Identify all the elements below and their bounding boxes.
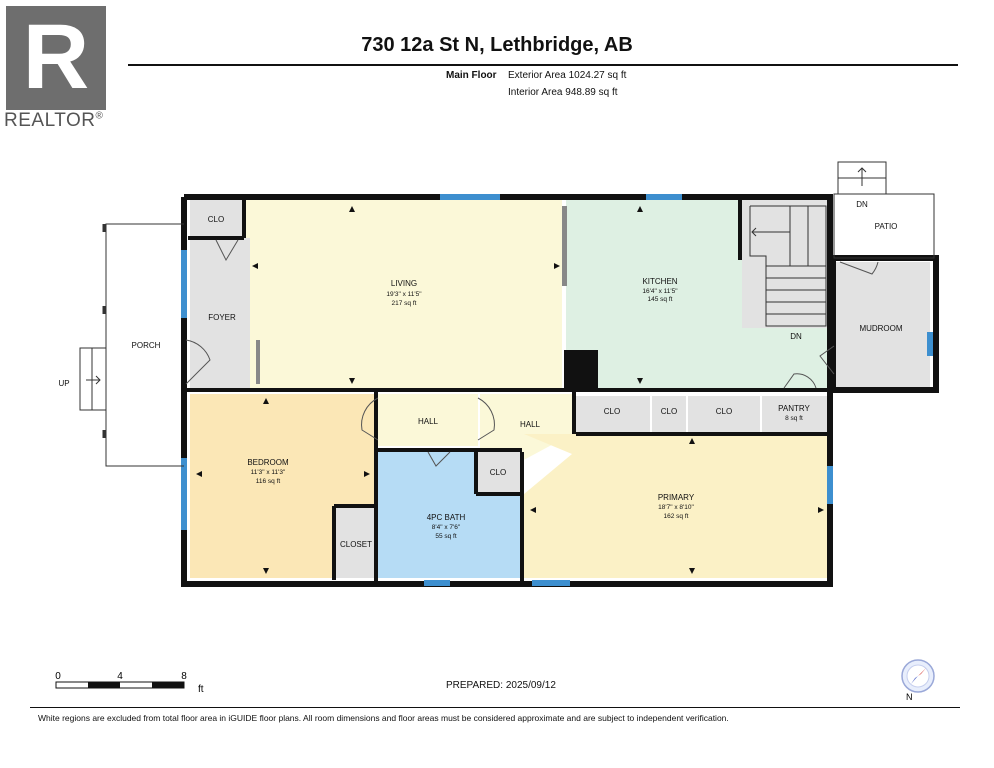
kitchen-label: KITCHEN (642, 277, 677, 286)
bath-label: 4PC BATH (427, 513, 466, 522)
clo-2 (652, 396, 686, 432)
pantry-area: 8 sq ft (785, 415, 803, 422)
kitchen-stairs-down-label: DN (790, 332, 802, 341)
bath-area: 55 sq ft (435, 533, 457, 540)
mudroom-room (834, 262, 930, 390)
prepared-date: PREPARED: 2025/09/12 (446, 680, 556, 691)
clo-3-label: CLO (716, 407, 732, 416)
living-label: LIVING (391, 279, 417, 288)
patio-stairs-down-label: DN (856, 200, 868, 209)
pantry-label: PANTRY (778, 404, 810, 413)
page-title: 730 12a St N, Lethbridge, AB (361, 34, 633, 56)
clo-foyer (190, 200, 244, 238)
porch-outline (79, 223, 184, 467)
divider-wall (562, 206, 567, 286)
bedroom-label: BEDROOM (247, 458, 289, 467)
clo-2-label: CLO (661, 407, 677, 416)
bedroom-dims: 11'3" x 11'3" (251, 469, 286, 476)
closet-area (336, 508, 376, 578)
windows (181, 194, 933, 586)
footer-divider (30, 707, 960, 708)
foyer-label: FOYER (208, 313, 236, 322)
floor-name: Main Floor (446, 70, 497, 81)
title-divider (128, 64, 958, 66)
living-room (246, 200, 562, 388)
living-dims: 19'3" x 11'5" (386, 291, 422, 298)
logo-text: REALTOR® (4, 110, 104, 131)
scale-tick-8: 8 (181, 671, 187, 682)
scale-tick-4: 4 (117, 671, 123, 682)
mudroom-label: MUDROOM (859, 324, 902, 333)
kitchen-dims: 16'4" x 11'5" (642, 288, 678, 295)
porch-label: PORCH (132, 341, 161, 350)
logo-letter: R (23, 6, 89, 108)
exterior-area: Exterior Area 1024.27 sq ft (508, 70, 627, 81)
closet-label: CLOSET (340, 540, 372, 549)
hall-2-label: HALL (520, 420, 541, 429)
primary-dims: 18'7" x 8'10" (658, 504, 694, 511)
primary-area: 162 sq ft (664, 513, 689, 520)
compass-icon: N (901, 659, 935, 702)
clo-bath-label: CLO (490, 468, 506, 477)
clo-bath (478, 452, 520, 492)
hall-1-label: HALL (418, 417, 439, 426)
foyer-divider (256, 340, 260, 384)
scale-unit: ft (198, 684, 204, 695)
hall-1 (378, 394, 478, 446)
living-area: 217 sq ft (392, 300, 417, 307)
foyer-area (190, 238, 250, 388)
realtor-logo: R (6, 6, 106, 110)
patio-label: PATIO (875, 222, 898, 231)
patio-outline (833, 161, 935, 259)
interior-walls (186, 200, 836, 582)
kitchen-area: 145 sq ft (648, 296, 673, 303)
bath-dims: 8'4" x 7'6" (432, 524, 461, 531)
kitchen-stairs (749, 205, 827, 327)
primary-label: PRIMARY (658, 493, 695, 502)
disclaimer: White regions are excluded from total fl… (38, 713, 729, 723)
clo-foyer-label: CLO (208, 215, 224, 224)
clo-1 (576, 396, 650, 432)
porch-stairs-up-label: UP (58, 379, 69, 388)
stair-area (742, 200, 828, 328)
pantry-area (762, 396, 828, 432)
bedroom-area: 116 sq ft (256, 478, 281, 485)
scale-bar: 0 4 8 ft (55, 671, 204, 695)
dimension-ticks (196, 206, 824, 574)
primary-room (524, 434, 828, 578)
compass-north: N (906, 692, 913, 702)
scale-tick-0: 0 (55, 671, 61, 682)
chimney-block (564, 350, 598, 390)
clo-3 (688, 396, 760, 432)
door-swings (185, 239, 879, 467)
clo-1-label: CLO (604, 407, 620, 416)
interior-area: Interior Area 948.89 sq ft (508, 87, 618, 98)
